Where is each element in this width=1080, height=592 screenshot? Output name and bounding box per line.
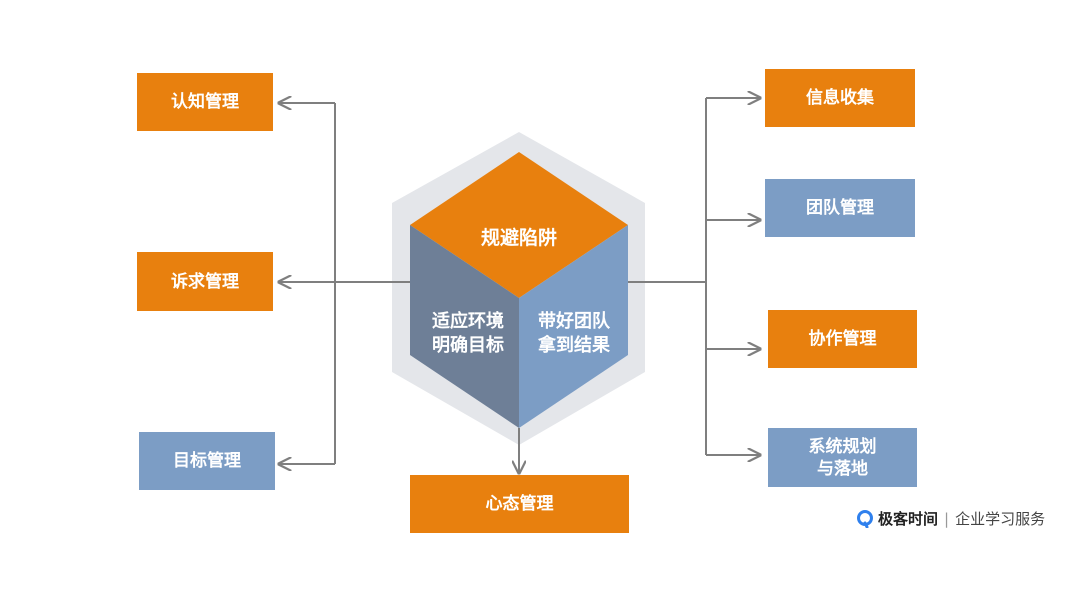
cube-right-face <box>519 225 628 428</box>
geek-logo-icon <box>857 509 873 528</box>
left-connectors <box>279 103 410 464</box>
logo: 极客时间 | 企业学习服务 <box>856 508 1045 529</box>
logo-brand: 极客时间 <box>878 510 939 528</box>
box-collaboration-management: 协作管理 <box>768 310 917 368</box>
logo-tagline: 企业学习服务 <box>955 510 1046 528</box>
box-team-management: 团队管理 <box>765 179 915 237</box>
box-goal-management: 目标管理 <box>139 432 275 490</box>
cube-right-label: 带好团队 拿到结果 <box>522 310 626 358</box>
cube-left-line-1: 适应环境 <box>432 311 504 332</box>
cube-left-line-2: 明确目标 <box>432 335 504 356</box>
cube-right-line-2: 拿到结果 <box>538 335 610 356</box>
logo-separator: | <box>944 509 950 528</box>
box-information-collection: 信息收集 <box>765 69 915 127</box>
box-cognition-management: 认知管理 <box>137 73 273 131</box>
box-demand-management: 诉求管理 <box>137 252 273 311</box>
cube-top-text: 规避陷阱 <box>480 227 557 249</box>
cube-left-face <box>410 225 519 428</box>
cube-left-label: 适应环境 明确目标 <box>418 310 518 358</box>
right-connectors <box>628 98 760 455</box>
cube-right-line-1: 带好团队 <box>538 311 610 332</box>
box-system-planning: 系统规划 与落地 <box>768 428 917 487</box>
box-mindset-management: 心态管理 <box>410 475 629 533</box>
cube-top-label: 规避陷阱 <box>440 223 598 250</box>
